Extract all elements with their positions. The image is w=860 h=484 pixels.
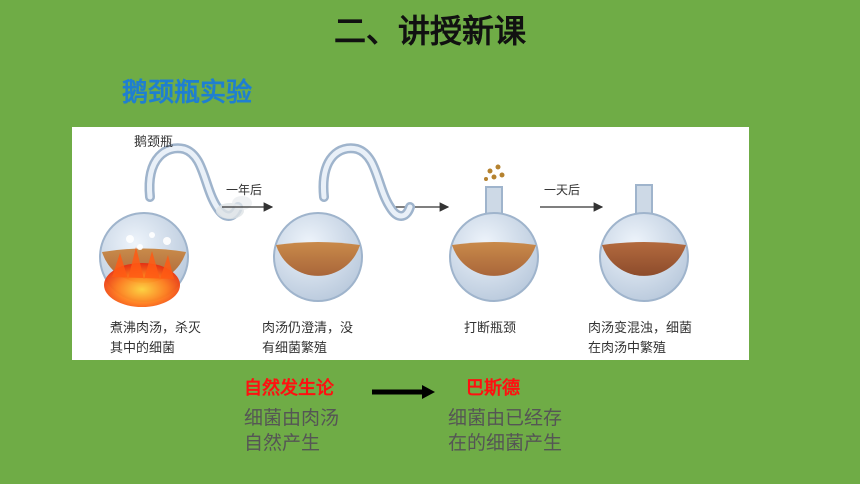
arrow-label-1: 一年后 [226,183,263,197]
caption-1-line-2: 其中的细菌 [110,341,176,356]
caption-4-line-1: 肉汤变混浊，细菌 [588,321,693,336]
left-desc-line-2: 自然产生 [244,432,321,454]
left-desc-line-1: 细菌由肉汤 [244,407,340,429]
flask-1-swan-neck-boiling [99,143,252,307]
caption-4: 肉汤变混浊，细菌 在肉汤中繁殖 [588,319,692,359]
pasteur-description: 细菌由已经存 在的细菌产生 [448,406,562,456]
caption-4-line-2: 在肉汤中繁殖 [588,341,667,356]
caption-3: 打断瓶颈 [464,319,516,339]
flask-4-turbid [599,184,689,302]
pasteur-title: 巴斯德 [466,378,520,399]
caption-1: 煮沸肉汤，杀灭 其中的细菌 [110,319,201,359]
comparison-arrow [372,385,435,399]
flask-3-broken-neck [449,164,539,302]
slide-subtitle: 鹅颈瓶实验 [122,78,253,108]
caption-3-line-1: 打断瓶颈 [464,321,517,336]
caption-2: 肉汤仍澄清，没 有细菌繁殖 [262,319,353,359]
experiment-illustration [99,143,689,307]
caption-1-line-1: 煮沸肉汤，杀灭 [110,321,202,336]
caption-2-line-2: 有细菌繁殖 [262,341,328,356]
right-desc-line-1: 细菌由已经存 [448,407,563,429]
spontaneous-generation-title: 自然发生论 [244,378,334,399]
experiment-figure: 鹅颈瓶 一年后 一天后 煮沸肉汤，杀灭 其中的细菌 肉汤仍澄清，没 有细菌繁殖 … [72,127,749,360]
flask-label: 鹅颈瓶 [134,135,174,150]
right-desc-line-2: 在的细菌产生 [448,432,563,454]
flask-2-swan-neck-clear [273,143,415,302]
spontaneous-generation-description: 细菌由肉汤 自然产生 [244,406,339,456]
arrow-label-3: 一天后 [544,183,581,197]
caption-2-line-1: 肉汤仍澄清，没 [262,321,354,336]
slide-title: 二、讲授新课 [333,12,526,50]
